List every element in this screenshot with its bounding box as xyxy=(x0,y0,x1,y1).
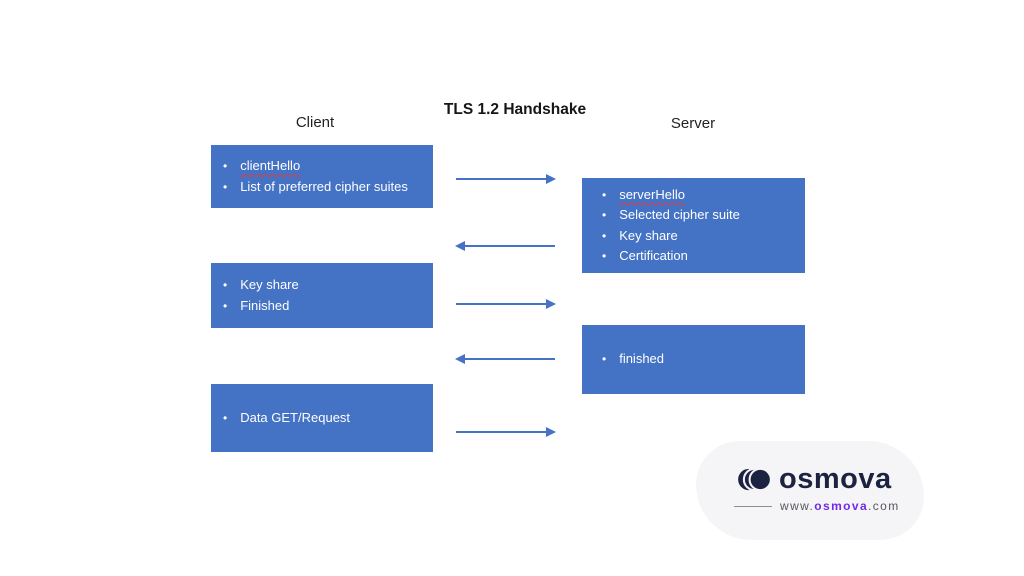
client-hello-box: clientHello List of preferred cipher sui… xyxy=(211,145,433,208)
server-hello-box: serverHello Selected cipher suite Key sh… xyxy=(582,178,805,273)
list-item: Selected cipher suite xyxy=(602,205,805,226)
list-item: serverHello xyxy=(602,185,805,206)
server-hello-list: serverHello Selected cipher suite Key sh… xyxy=(582,178,805,273)
server-finished-text: finished xyxy=(619,351,665,367)
logo-row: osmova xyxy=(738,465,892,494)
diagram-title: TLS 1.2 Handshake xyxy=(443,101,587,118)
list-item: Data GET/Request xyxy=(223,408,433,429)
url-suffix: .com xyxy=(868,499,900,513)
list-item: Finished xyxy=(223,296,433,317)
selected-cipher-text: Selected cipher suite xyxy=(619,207,740,222)
url-divider-line xyxy=(734,505,772,507)
client-hello-text: clientHello xyxy=(240,158,301,173)
data-request-list: Data GET/Request xyxy=(211,384,433,452)
three-crescent-moons-icon xyxy=(738,467,771,492)
finished-text: Finished xyxy=(240,297,290,313)
certification-text: Certification xyxy=(619,248,688,263)
key-share-text: Key share xyxy=(240,277,299,292)
client-hello-list: clientHello List of preferred cipher sui… xyxy=(211,145,433,208)
data-get-request-text: Data GET/Request xyxy=(240,409,351,425)
server-column-label: Server xyxy=(670,115,716,132)
arrow-server-to-client xyxy=(455,354,555,364)
list-item: finished xyxy=(602,349,805,370)
key-share-finished-box: Key share Finished xyxy=(211,263,433,328)
list-item: Key share xyxy=(602,226,805,247)
key-share-finished-list: Key share Finished xyxy=(211,263,433,328)
server-finished-list: finished xyxy=(582,325,805,394)
osmova-logo-badge: osmova www.osmova.com xyxy=(696,441,924,540)
logo-url-row: www.osmova.com xyxy=(734,499,900,513)
cipher-suites-text: List of preferred cipher suites xyxy=(240,178,408,194)
data-request-box: Data GET/Request xyxy=(211,384,433,452)
url-prefix: www. xyxy=(780,499,815,513)
arrow-client-to-server xyxy=(456,427,556,437)
website-url: www.osmova.com xyxy=(780,499,900,513)
list-item: clientHello xyxy=(223,156,433,177)
server-hello-text: serverHello xyxy=(619,186,685,202)
brand-wordmark: osmova xyxy=(779,463,892,495)
list-item: Key share xyxy=(223,275,433,296)
arrow-server-to-client xyxy=(455,241,555,251)
client-column-label: Client xyxy=(295,114,335,131)
arrow-client-to-server xyxy=(456,174,556,184)
list-item: Certification xyxy=(602,246,805,267)
key-share-text: Key share xyxy=(619,227,678,243)
server-finished-box: finished xyxy=(582,325,805,394)
list-item: List of preferred cipher suites xyxy=(223,177,433,198)
url-brand: osmova xyxy=(814,499,869,513)
arrow-client-to-server xyxy=(456,299,556,309)
